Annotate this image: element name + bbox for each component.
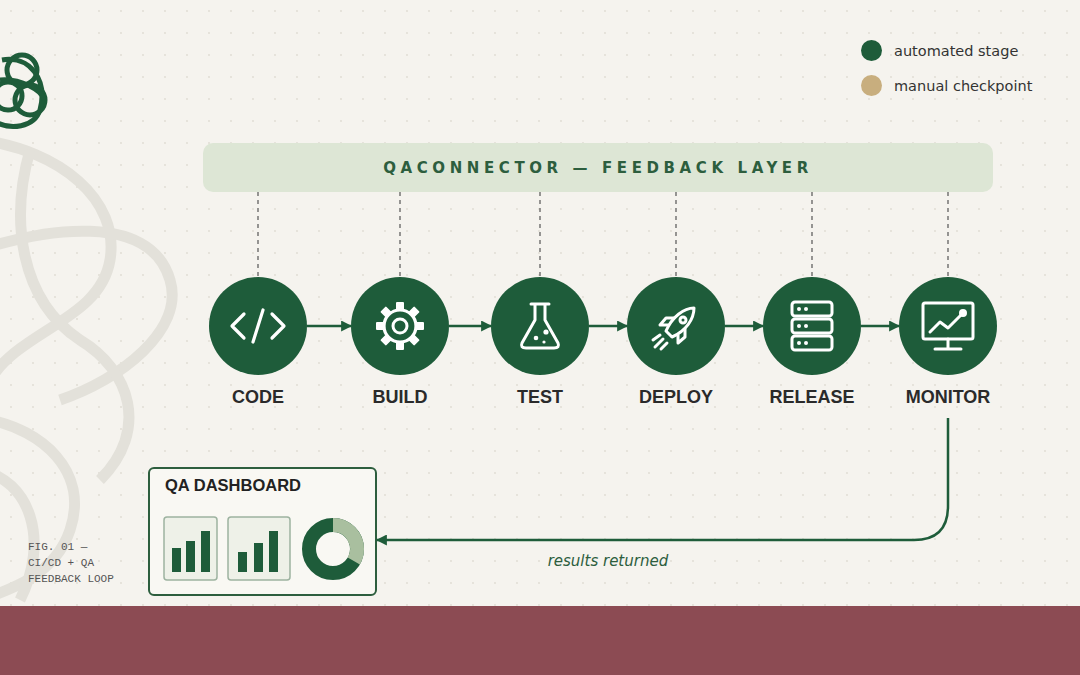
feedback-link (675, 192, 676, 277)
gear-icon (376, 302, 424, 350)
footer-band (0, 606, 1080, 675)
stage-label: CODE (169, 387, 347, 408)
feedback-link (811, 192, 812, 277)
feedback-band: QACONNECTOR — FEEDBACK LAYER (203, 143, 993, 192)
flow-arrow (449, 325, 491, 328)
stage-label: TEST (451, 387, 629, 408)
stage-circle: BUILD (351, 277, 449, 375)
dot-grid (0, 0, 1080, 606)
figure-caption: FIG. 01 — CI/CD + QA FEEDBACK LOOP (28, 539, 123, 587)
legend-label: manual checkpoint (894, 78, 1032, 94)
server-icon (792, 302, 832, 350)
legend: automated stage manual checkpoint (861, 33, 1032, 103)
dashboard-panel: QA DASHBOARD (148, 467, 377, 596)
legend-swatch (861, 75, 882, 96)
panel-title: QA DASHBOARD (165, 476, 301, 495)
flow-arrow (377, 418, 948, 540)
rocket-icon (653, 308, 694, 349)
feedback-link (539, 192, 540, 277)
legend-swatch (861, 40, 882, 61)
caption-text: FIG. 01 — CI/CD + QA FEEDBACK LOOP (28, 539, 123, 587)
donut-chart (309, 525, 357, 573)
code-icon (232, 310, 284, 342)
edge-label: results returned (548, 552, 669, 570)
dashboard-chart (164, 517, 290, 580)
band-title: QACONNECTOR — FEEDBACK LAYER (383, 159, 813, 177)
stage-label: DEPLOY (587, 387, 765, 408)
stage-label: BUILD (311, 387, 489, 408)
knot-decoration (0, 140, 172, 600)
legend-entry: manual checkpoint (861, 68, 1032, 103)
feedback-link (947, 192, 948, 277)
stage-label: MONITOR (859, 387, 1037, 408)
flow-arrow (861, 325, 899, 328)
stage-circle: DEPLOY (627, 277, 725, 375)
feedback-link (257, 192, 258, 277)
logo-knot (0, 55, 45, 126)
monitor-icon (923, 303, 973, 349)
flask-icon (522, 304, 559, 348)
flow-arrow (725, 325, 763, 328)
stage-circle: CODE (209, 277, 307, 375)
legend-label: automated stage (894, 43, 1018, 59)
stage-label: RELEASE (723, 387, 901, 408)
stage-circle: TEST (491, 277, 589, 375)
legend-entry: automated stage (861, 33, 1032, 68)
stage-circle: RELEASE (763, 277, 861, 375)
flow-arrow (589, 325, 627, 328)
stage-circle: MONITOR (899, 277, 997, 375)
flow-arrow (307, 325, 351, 328)
feedback-link (399, 192, 400, 277)
